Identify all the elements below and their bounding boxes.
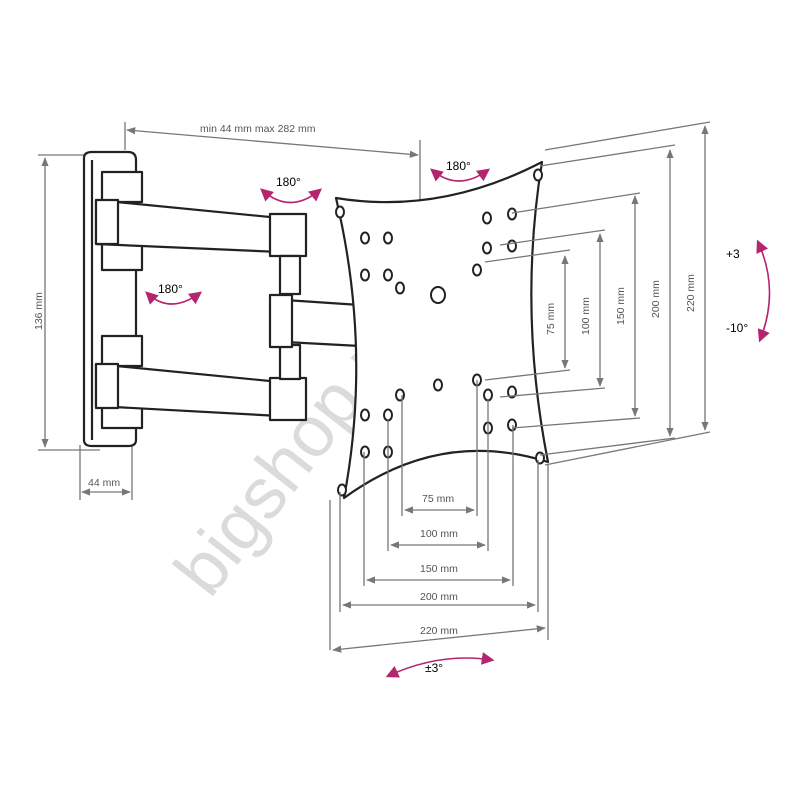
swivel-label: ±3° [425, 661, 443, 675]
rotate-arm-label: 180° [276, 175, 301, 189]
vesa-vertical-dimensions: 75 mm 100 mm 150 mm 200 mm 220 mm [484, 121, 711, 466]
tilt-down-label: -10° [726, 321, 748, 335]
mounting-hole [482, 211, 492, 225]
mounting-hole [360, 268, 370, 282]
middle-arm [268, 293, 362, 349]
wall-height-label: 136 mm [33, 292, 45, 330]
mounting-hole [383, 268, 393, 282]
center-hole [430, 286, 446, 304]
mounting-hole [507, 207, 517, 221]
vesa-h-100: 100 mm [420, 528, 458, 540]
mounting-hole [482, 241, 492, 255]
mounting-hole [360, 231, 370, 245]
vesa-v-75: 75 mm [545, 303, 557, 335]
mounting-hole [483, 388, 493, 402]
lower-arm [94, 334, 308, 430]
rotation-annotations: 180° 180° 180° +3 -10° ±3° [145, 159, 771, 678]
mounting-hole [395, 388, 405, 402]
mounting-hole [383, 231, 393, 245]
mounting-hole [433, 378, 443, 392]
mounting-hole [472, 263, 482, 277]
mounting-hole [507, 239, 517, 253]
vesa-plate [334, 160, 550, 500]
mounting-hole [335, 205, 345, 219]
wall-depth-label: 44 mm [88, 477, 120, 489]
vesa-v-220: 220 mm [685, 274, 697, 312]
mounting-hole [360, 445, 370, 459]
mounting-hole [395, 281, 405, 295]
mounting-hole [507, 385, 517, 399]
vesa-v-150: 150 mm [615, 287, 627, 325]
vesa-h-75: 75 mm [422, 493, 454, 505]
tilt-up-label: +3 [726, 247, 740, 261]
arm-extension-dimension: min 44 mm max 282 mm [124, 122, 421, 215]
mounting-hole [360, 408, 370, 422]
vesa-h-150: 150 mm [420, 563, 458, 575]
mounting-hole [383, 408, 393, 422]
mounting-hole [507, 418, 517, 432]
vesa-horizontal-dimensions: 75 mm 100 mm 150 mm 200 mm 220 mm [329, 380, 549, 653]
vesa-v-200: 200 mm [650, 280, 662, 318]
wall-height-dimension: 136 mm 44 mm [33, 154, 133, 500]
vesa-h-220: 220 mm [420, 625, 458, 637]
upper-arm [94, 170, 308, 296]
mounting-hole [337, 483, 347, 497]
rotate-mid-label: 180° [158, 282, 183, 296]
vesa-v-100: 100 mm [580, 297, 592, 335]
mounting-hole [533, 168, 543, 182]
vesa-h-200: 200 mm [420, 591, 458, 603]
arm-extension-label: min 44 mm max 282 mm [200, 123, 316, 135]
rotate-plate-label: 180° [446, 159, 471, 173]
